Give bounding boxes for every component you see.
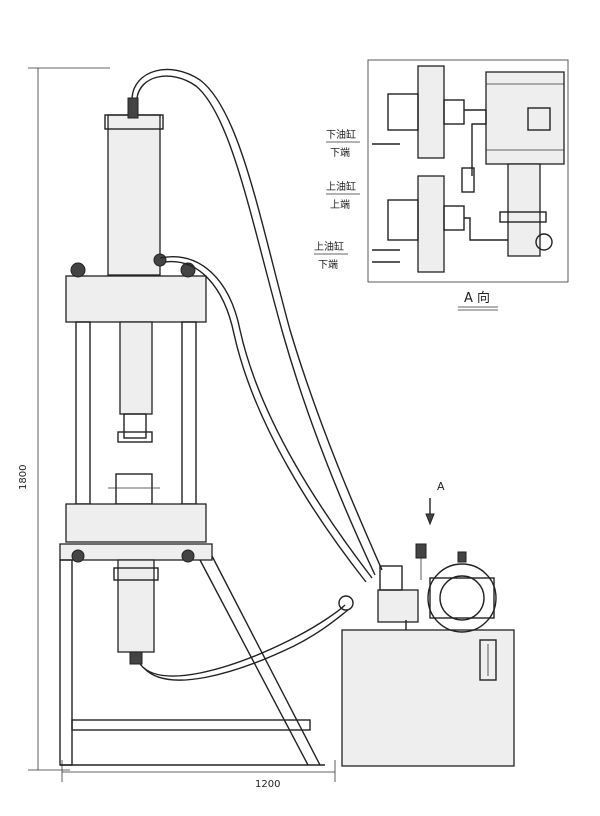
detail-view-a (367, 59, 569, 283)
callout-line2: 上端 (330, 198, 350, 211)
view-arrow-label: A (437, 480, 445, 493)
width-dimension-label: 1200 (255, 779, 280, 790)
detail-view-title-text: A 向 (464, 290, 490, 306)
height-dimension: 1800 (18, 67, 110, 771)
callout-upper-cylinder-lower-end: 上油缸 下端 (314, 240, 348, 271)
power-unit (338, 543, 515, 767)
height-dimension-label: 1800 (18, 465, 29, 490)
callout-lower-cylinder-lower-end: 下油缸 下端 (326, 128, 360, 159)
callout-line1: 上油缸 (314, 240, 344, 253)
view-arrow: A (425, 480, 445, 526)
callout-line1: 上油缸 (326, 180, 356, 193)
detail-view-title: A 向 (458, 290, 498, 311)
callout-line2: 下端 (318, 258, 338, 271)
press-frame (59, 97, 325, 766)
hydraulic-hoses (131, 68, 383, 681)
width-dimension: 1200 (61, 760, 336, 790)
callout-line1: 下油缸 (326, 128, 356, 141)
callout-upper-cylinder-upper-end: 上油缸 上端 (326, 180, 360, 211)
callout-line2: 下端 (330, 146, 350, 159)
